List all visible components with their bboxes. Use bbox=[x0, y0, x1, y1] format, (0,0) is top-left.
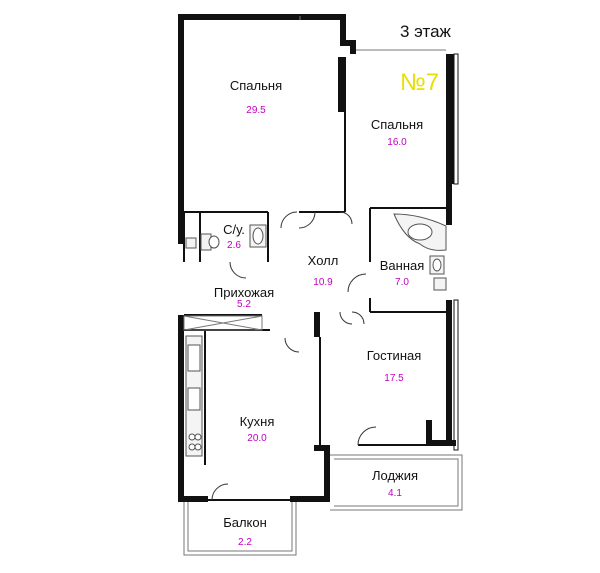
room-name: Гостиная bbox=[367, 348, 422, 363]
room-kitchen: Кухня 20.0 bbox=[240, 414, 275, 444]
room-bedroom-1: Спальня 29.5 bbox=[230, 78, 282, 116]
doors bbox=[211, 211, 377, 501]
room-area: 29.5 bbox=[246, 105, 266, 116]
room-area: 4.1 bbox=[388, 488, 402, 499]
room-area: 7.0 bbox=[395, 277, 409, 288]
room-area: 5.2 bbox=[237, 299, 251, 310]
room-name: Холл bbox=[308, 253, 339, 268]
balcony-outline bbox=[183, 16, 463, 556]
room-name: С/у. bbox=[223, 222, 245, 237]
room-area: 20.0 bbox=[247, 433, 267, 444]
kitchen-fixtures bbox=[185, 335, 203, 457]
room-loggia: Лоджия 4.1 bbox=[372, 468, 418, 499]
entrance-stairs bbox=[183, 315, 263, 331]
room-entrance: Прихожая 5.2 bbox=[214, 285, 274, 310]
room-hall: Холл 10.9 bbox=[308, 253, 339, 288]
floor-label: 3 этаж bbox=[400, 22, 452, 41]
room-area: 10.9 bbox=[313, 277, 333, 288]
room-living: Гостиная 17.5 bbox=[367, 348, 422, 384]
interior-walls bbox=[183, 112, 446, 501]
room-area: 2.6 bbox=[227, 240, 241, 251]
room-name: Кухня bbox=[240, 414, 275, 429]
room-name: Прихожая bbox=[214, 285, 274, 300]
exterior-walls bbox=[178, 14, 459, 502]
room-name: Спальня bbox=[230, 78, 282, 93]
room-bathroom: Ванная 7.0 bbox=[380, 258, 425, 288]
apartment-number: №7 bbox=[400, 69, 439, 96]
room-wc: С/у. 2.6 bbox=[223, 222, 245, 251]
room-area: 16.0 bbox=[387, 137, 407, 148]
room-name: Балкон bbox=[223, 515, 267, 530]
room-name: Лоджия bbox=[372, 468, 418, 483]
room-area: 2.2 bbox=[238, 537, 252, 548]
room-name: Спальня bbox=[371, 117, 423, 132]
room-bedroom-2: Спальня 16.0 bbox=[371, 117, 423, 148]
bath-fixtures bbox=[185, 213, 447, 291]
room-area: 17.5 bbox=[384, 373, 404, 384]
room-balcony: Балкон 2.2 bbox=[223, 515, 267, 548]
room-name: Ванная bbox=[380, 258, 425, 273]
